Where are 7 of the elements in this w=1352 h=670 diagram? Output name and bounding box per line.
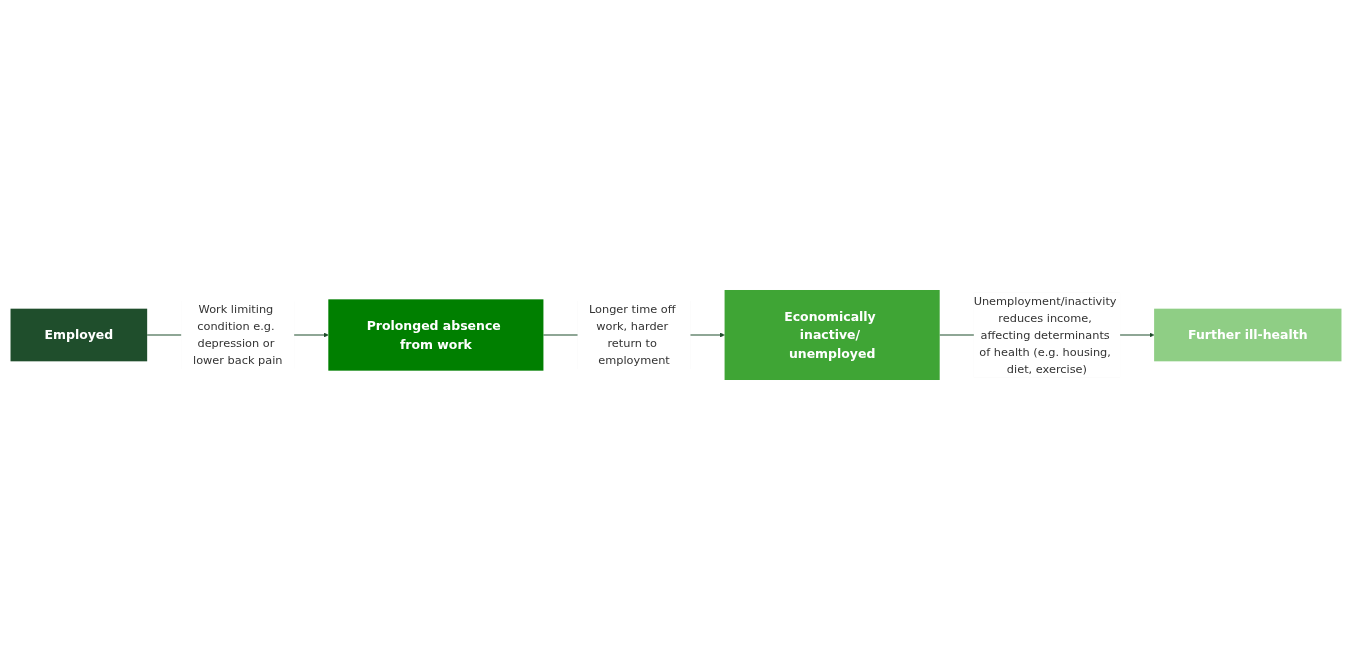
node-box: Prolonged absence from work bbox=[328, 299, 544, 371]
node-box: Economically inactive/ unemployed bbox=[724, 290, 940, 380]
edge-label: Longer time off work, harder return to employment bbox=[588, 302, 676, 368]
edge-label: Work limiting condition e.g. depression or lower back pain bbox=[192, 302, 283, 368]
edge-label: Unemployment/inactivity reduces income, affecting determinants of health (e.g. housing, diet, exercise) bbox=[973, 294, 1117, 376]
node-box: Employed bbox=[10, 308, 148, 362]
node-box: Further ill-health bbox=[1154, 308, 1342, 362]
